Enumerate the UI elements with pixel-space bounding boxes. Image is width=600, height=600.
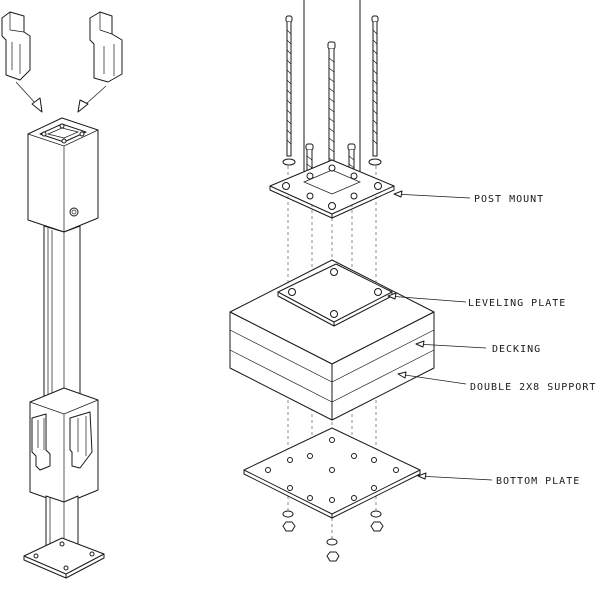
bottom-plate: [243, 427, 421, 519]
post-lower-sleeve: [29, 387, 99, 505]
long-bolt-left: [285, 15, 293, 157]
post-shaft: [43, 225, 81, 407]
post-assembly: [1, 11, 123, 579]
label-decking: DECKING: [492, 344, 541, 355]
insert-arrow-right: [77, 85, 107, 113]
leveling-plate: [277, 263, 393, 327]
label-post-mount: POST MOUNT: [474, 194, 544, 205]
insert-arrow-left: [15, 81, 43, 113]
sleeve-clip-left: [1, 11, 31, 81]
label-bottom-plate: BOTTOM PLATE: [496, 476, 580, 487]
sleeve-clip-right: [89, 11, 123, 83]
label-leveling-plate: LEVELING PLATE: [468, 298, 566, 309]
label-double-2x8-support: DOUBLE 2X8 SUPPORT: [470, 382, 596, 393]
long-bolt-center: [327, 41, 336, 193]
long-bolt-right: [371, 15, 379, 157]
mount-assembly: POST MOUNT LEVELING PLATE DECKING DOUBLE…: [229, 0, 596, 562]
post-top-sleeve: [27, 117, 99, 233]
long-bolts: [285, 15, 379, 193]
post-through-lines: [303, 0, 361, 183]
bottom-nuts: [282, 510, 384, 562]
post-mount-plate: [269, 159, 395, 219]
post-base-flange: [23, 537, 105, 579]
leader-lines: [387, 190, 493, 481]
